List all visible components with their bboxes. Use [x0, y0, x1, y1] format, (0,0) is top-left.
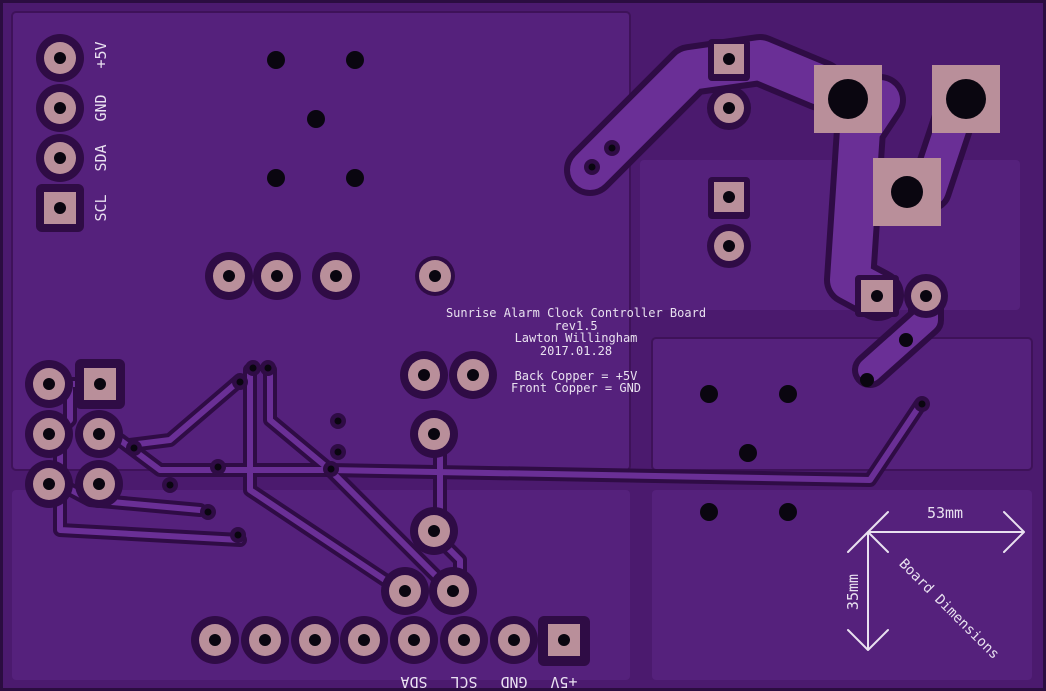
bottom-header-pin-label: SDA [400, 673, 427, 691]
board-info-block: Sunrise Alarm Clock Controller Board rev… [446, 306, 706, 395]
terminal-block-pads [814, 65, 1000, 226]
left-header-labels: +5V GND SDA SCL [92, 41, 110, 221]
board-author: Lawton Willingham [515, 331, 638, 345]
board-date: 2017.01.28 [540, 344, 612, 358]
left-header-pin-label: SDA [92, 144, 110, 171]
front-copper-note: Front Copper = GND [511, 381, 641, 395]
left-header-pin-label: SCL [92, 194, 110, 221]
bottom-header-pin-label: +5V [550, 673, 577, 691]
bottom-header-pin-label: SCL [450, 673, 477, 691]
mounting-holes [267, 51, 913, 521]
board-title: Sunrise Alarm Clock Controller Board [446, 306, 706, 320]
bottom-header-labels: SDA SCL GND +5V [400, 673, 577, 691]
vias [126, 140, 930, 543]
back-copper-note: Back Copper = +5V [515, 369, 638, 383]
dimension-arrows [847, 511, 1025, 651]
left-header-pin-label: GND [92, 94, 110, 121]
bottom-header-pin-label: GND [500, 673, 527, 691]
board-revision: rev1.5 [554, 319, 597, 333]
height-arrow [847, 531, 889, 651]
round-pads [25, 34, 948, 664]
square-pads [36, 39, 899, 666]
dimension-height-label: 35mm [844, 574, 862, 610]
dimension-width-label: 53mm [927, 504, 963, 522]
left-header-pin-label: +5V [92, 41, 110, 68]
